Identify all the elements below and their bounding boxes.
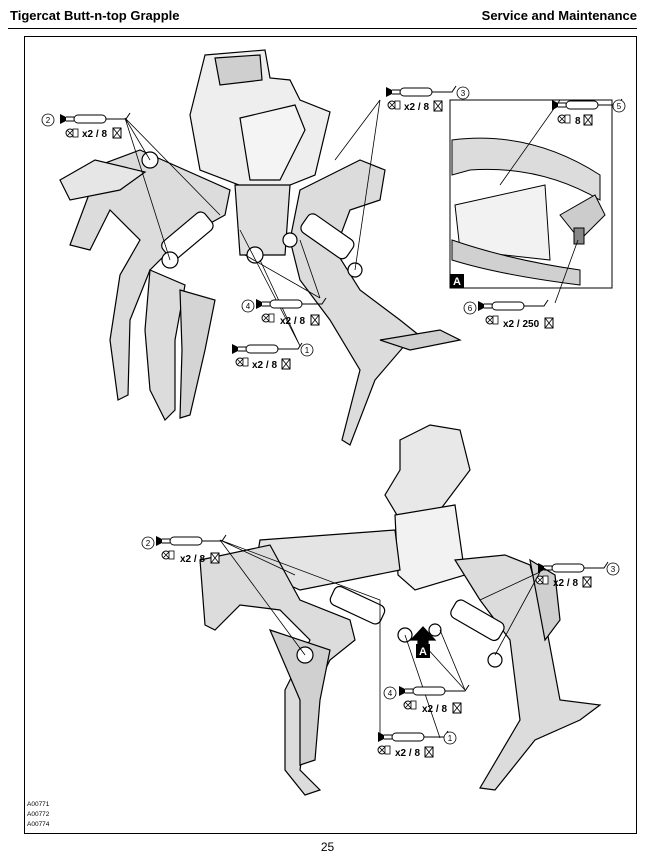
page-number: 25 bbox=[320, 840, 335, 854]
figure-ids: A00771 A00772 A00774 bbox=[27, 800, 49, 830]
svg-text:x2 / 250: x2 / 250 bbox=[503, 319, 540, 330]
document-title: Tigercat Butt-n-top Grapple bbox=[10, 8, 180, 23]
svg-text:x2 / 8: x2 / 8 bbox=[82, 129, 107, 140]
svg-text:2: 2 bbox=[146, 539, 151, 548]
callout-1-bottom: 1 x2 / 8 bbox=[377, 730, 457, 759]
section-title: Service and Maintenance bbox=[481, 8, 637, 23]
top-grapple-drawing bbox=[59, 49, 462, 446]
header-rule bbox=[8, 28, 637, 29]
svg-text:5: 5 bbox=[617, 102, 622, 111]
figure-frame bbox=[24, 36, 637, 834]
svg-text:1: 1 bbox=[305, 346, 310, 355]
callout-4-bottom: 4 x2 / 8 bbox=[383, 684, 470, 715]
svg-text:8: 8 bbox=[575, 116, 581, 127]
svg-text:4: 4 bbox=[388, 689, 393, 698]
callout-4-top: 4 x2 / 8 bbox=[241, 297, 327, 327]
svg-text:1: 1 bbox=[448, 734, 453, 743]
svg-text:x2 / 8: x2 / 8 bbox=[180, 554, 205, 565]
detail-a-view: A bbox=[449, 99, 613, 289]
svg-text:3: 3 bbox=[611, 565, 616, 574]
callout-5-top: 5 8 bbox=[551, 98, 626, 127]
callout-3-top: 3 x2 / 8 bbox=[385, 85, 470, 113]
callout-3-bottom: 3 x2 / 8 bbox=[535, 561, 620, 589]
svg-text:6: 6 bbox=[468, 304, 473, 313]
svg-text:4: 4 bbox=[246, 302, 251, 311]
svg-text:2: 2 bbox=[46, 116, 51, 125]
callout-2-bottom: 2 x2 / 8 bbox=[141, 534, 227, 565]
svg-text:x2 / 8: x2 / 8 bbox=[395, 748, 420, 759]
callout-1-top: 1 x2 / 8 bbox=[231, 342, 314, 371]
svg-text:x2 / 8: x2 / 8 bbox=[404, 102, 429, 113]
svg-text:x2 / 8: x2 / 8 bbox=[280, 316, 305, 327]
svg-text:x2 / 8: x2 / 8 bbox=[553, 578, 578, 589]
bottom-grapple-drawing bbox=[199, 424, 602, 796]
figure-id: A00771 bbox=[27, 801, 50, 808]
figure-id: A00772 bbox=[27, 811, 50, 818]
svg-text:x2 / 8: x2 / 8 bbox=[422, 704, 447, 715]
detail-a-label: A bbox=[453, 276, 461, 288]
callout-2-top: 2 x2 / 8 bbox=[41, 112, 131, 140]
svg-text:3: 3 bbox=[461, 89, 466, 98]
svg-text:x2 / 8: x2 / 8 bbox=[252, 360, 277, 371]
arrow-a-label: A bbox=[419, 646, 427, 658]
callout-6-top: 6 x2 / 250 bbox=[463, 299, 554, 330]
figure-id: A00774 bbox=[27, 821, 50, 828]
